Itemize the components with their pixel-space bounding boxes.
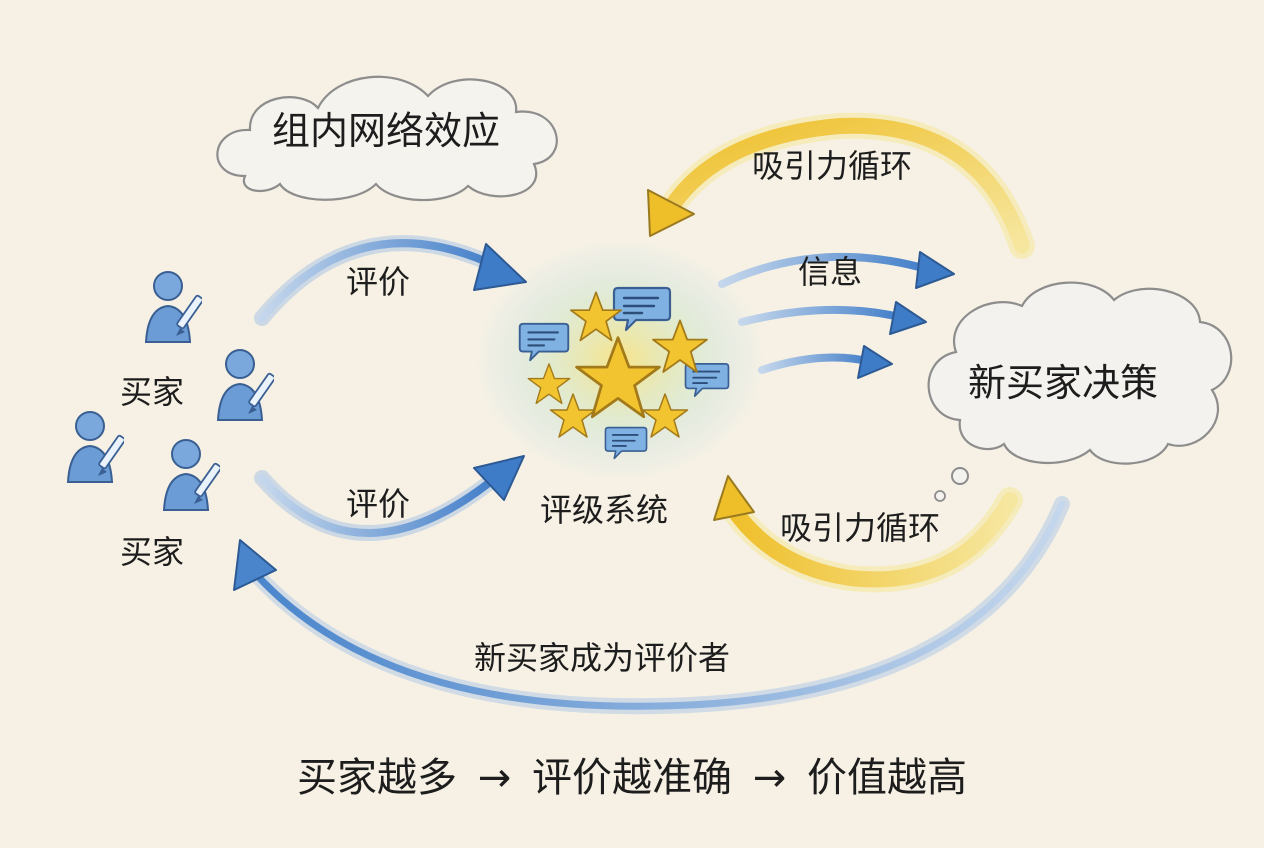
thought-dot-large	[951, 467, 969, 485]
title-label: 组内网络效应	[272, 109, 501, 153]
attraction-label-top: 吸引力循环	[752, 147, 913, 185]
decision-cloud	[927, 281, 1233, 502]
info-arrow-1	[718, 251, 955, 289]
attraction-arrow-bottom	[713, 475, 1023, 593]
return-label: 新买家成为评价者	[474, 639, 731, 677]
buyer-person-icon-3	[67, 411, 124, 483]
return-arrow	[233, 496, 1070, 715]
buyers-label-top: 买家	[120, 373, 185, 411]
buyer-person-icon-4	[163, 439, 220, 511]
info-label: 信息	[798, 253, 863, 291]
footer-formula: 买家越多 → 评价越准确 → 价值越高	[0, 758, 1264, 798]
decision-cloud-shape	[927, 281, 1233, 465]
title-cloud-shape	[216, 75, 558, 202]
info-arrow-3	[758, 345, 893, 379]
review-label-bottom: 评价	[346, 485, 411, 523]
buyer-person-icon-2	[217, 349, 274, 421]
buyer-person-icon-1	[145, 271, 202, 343]
buyers-label-bottom: 买家	[120, 533, 185, 571]
attraction-arrow-top	[647, 112, 1035, 259]
footer-arrow-2: →	[752, 755, 787, 801]
review-arrow-top	[254, 235, 527, 326]
review-label-top: 评价	[346, 263, 411, 301]
attraction-label-bottom: 吸引力循环	[780, 509, 941, 547]
footer-arrow-1: →	[477, 755, 512, 801]
info-arrow-2	[738, 301, 927, 335]
thought-dot-small	[934, 490, 946, 502]
decision-label: 新买家决策	[968, 361, 1159, 405]
footer-part-3: 价值越高	[806, 755, 967, 801]
footer-part-1: 买家越多	[297, 755, 458, 801]
footer-part-2: 评价越准确	[532, 755, 732, 801]
review-arrow-bottom	[254, 455, 525, 541]
rating-system-label: 评级系统	[540, 491, 669, 529]
title-cloud	[216, 75, 558, 202]
